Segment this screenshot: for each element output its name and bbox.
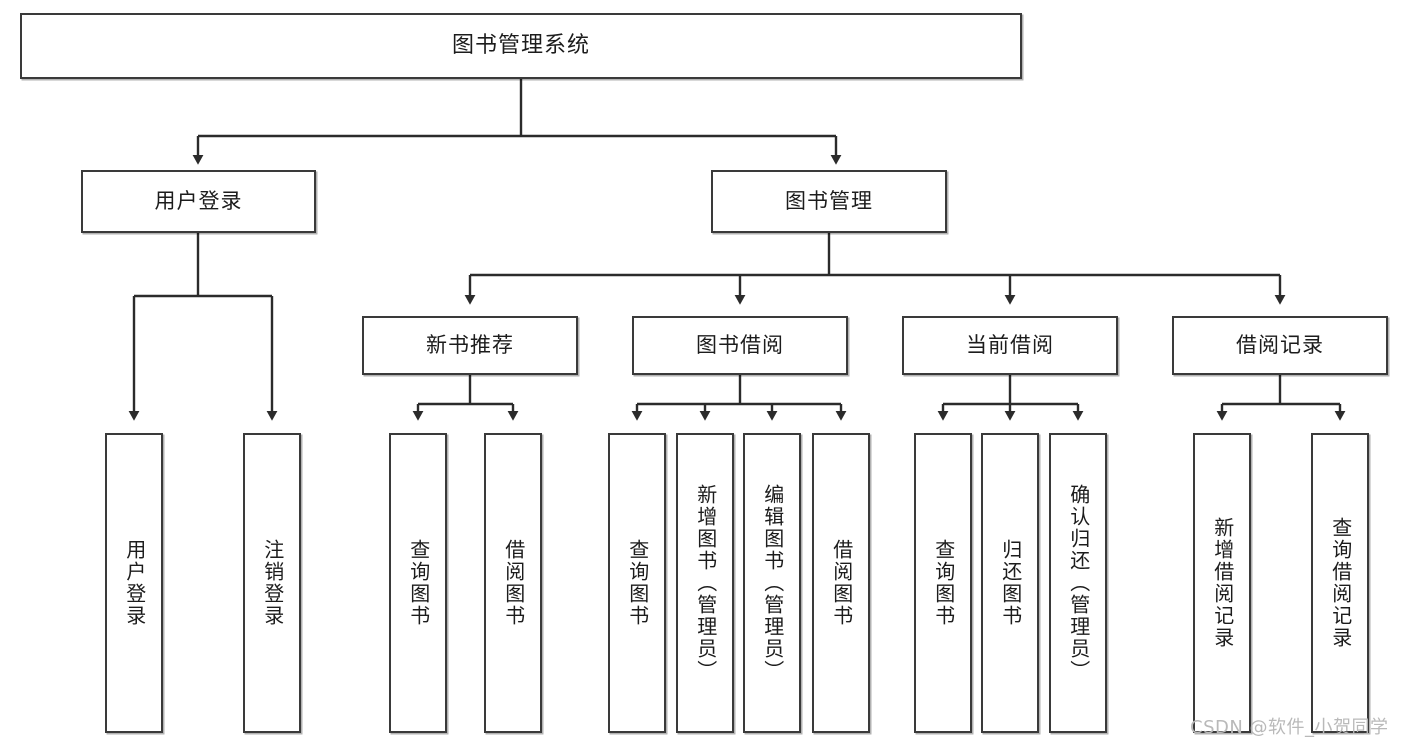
node-leaf-user-login[interactable]: 用户登录 [105, 433, 163, 733]
node-book-manage[interactable]: 图书管理 [711, 170, 947, 233]
node-leaf-add-book[interactable]: 新增图书（管理员） [676, 433, 734, 733]
watermark-text: CSDN @软件_小贺同学 [1190, 717, 1389, 738]
node-borrow-record-label: 借阅记录 [1236, 333, 1324, 358]
node-leaf-borrow-book-2-label: 借阅图书 [829, 539, 854, 627]
node-user-login-label: 用户登录 [154, 189, 243, 214]
node-new-book-recommend[interactable]: 新书推荐 [362, 316, 578, 375]
node-leaf-query-book-3[interactable]: 查询图书 [914, 433, 972, 733]
node-root[interactable]: 图书管理系统 [20, 13, 1022, 79]
node-book-borrow[interactable]: 图书借阅 [632, 316, 848, 375]
node-current-borrow-label: 当前借阅 [966, 333, 1054, 358]
node-leaf-query-book-1[interactable]: 查询图书 [389, 433, 447, 733]
node-leaf-query-book-2-label: 查询图书 [625, 539, 650, 627]
node-leaf-user-login-label: 用户登录 [122, 539, 147, 627]
node-leaf-borrow-book-1[interactable]: 借阅图书 [484, 433, 542, 733]
node-leaf-query-record[interactable]: 查询借阅记录 [1311, 433, 1369, 733]
node-leaf-borrow-book-2[interactable]: 借阅图书 [812, 433, 870, 733]
node-leaf-query-book-1-label: 查询图书 [406, 539, 431, 627]
node-leaf-add-record-label: 新增借阅记录 [1210, 517, 1235, 649]
node-leaf-add-record[interactable]: 新增借阅记录 [1193, 433, 1251, 733]
node-leaf-confirm-return-label: 确认归还（管理员） [1066, 484, 1091, 682]
node-leaf-borrow-book-1-label: 借阅图书 [501, 539, 526, 627]
node-leaf-query-book-2[interactable]: 查询图书 [608, 433, 666, 733]
node-leaf-query-book-3-label: 查询图书 [931, 539, 956, 627]
node-leaf-edit-book-label: 编辑图书（管理员） [760, 484, 785, 682]
node-leaf-return-book-label: 归还图书 [998, 539, 1023, 627]
node-leaf-user-logout-label: 注销登录 [260, 539, 285, 627]
node-leaf-edit-book[interactable]: 编辑图书（管理员） [743, 433, 801, 733]
node-book-borrow-label: 图书借阅 [696, 333, 784, 358]
node-user-login[interactable]: 用户登录 [81, 170, 316, 233]
node-leaf-confirm-return[interactable]: 确认归还（管理员） [1049, 433, 1107, 733]
node-leaf-user-logout[interactable]: 注销登录 [243, 433, 301, 733]
node-borrow-record[interactable]: 借阅记录 [1172, 316, 1388, 375]
node-leaf-query-record-label: 查询借阅记录 [1328, 517, 1353, 649]
node-root-label: 图书管理系统 [451, 33, 590, 59]
node-current-borrow[interactable]: 当前借阅 [902, 316, 1118, 375]
node-new-book-recommend-label: 新书推荐 [426, 333, 514, 358]
node-leaf-return-book[interactable]: 归还图书 [981, 433, 1039, 733]
node-leaf-add-book-label: 新增图书（管理员） [693, 484, 718, 682]
node-book-manage-label: 图书管理 [785, 189, 873, 214]
